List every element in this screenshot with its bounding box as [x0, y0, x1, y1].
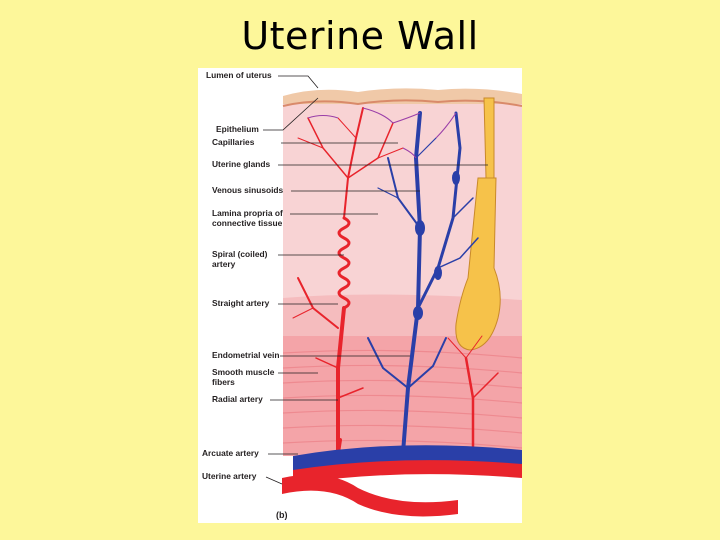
label-uterine-artery: Uterine artery	[202, 471, 257, 481]
vein-network	[367, 111, 479, 455]
label-radial-artery: Radial artery	[212, 394, 263, 404]
artery-network	[292, 107, 499, 455]
uterine-artery	[282, 474, 458, 517]
label-uterine-glands: Uterine glands	[212, 159, 271, 169]
label-lamina-propria-line2: connective tissue	[212, 218, 283, 228]
uterine-gland	[455, 97, 501, 351]
uterine-wall-illustration	[198, 68, 522, 523]
leader-lines	[263, 75, 488, 485]
label-spiral-artery-line1: Spiral (coiled)	[212, 249, 268, 259]
label-venous-sinusoids: Venous sinusoids	[212, 185, 284, 195]
slide-title: Uterine Wall	[241, 14, 479, 58]
label-smooth-muscle-line2: fibers	[212, 377, 235, 387]
label-smooth-muscle-line1: Smooth muscle	[212, 367, 275, 377]
arcuate-artery	[293, 460, 522, 484]
label-capillaries: Capillaries	[212, 137, 255, 147]
venous-sinusoids	[413, 171, 460, 320]
arcuate-vein	[293, 445, 522, 472]
panel-letter: (b)	[276, 510, 288, 520]
label-lamina-propria-line1: Lamina propria of	[212, 208, 283, 218]
uterine-wall-figure: Lumen of uterus Epithelium Capillaries U…	[198, 68, 522, 523]
epithelium-edge	[282, 99, 522, 107]
label-straight-artery: Straight artery	[212, 298, 270, 308]
label-epithelium: Epithelium	[216, 124, 259, 134]
capillary-network	[307, 107, 457, 159]
label-endometrial-vein: Endometrial vein	[212, 350, 280, 360]
label-arcuate-artery: Arcuate artery	[202, 448, 259, 458]
label-lumen-of-uterus: Lumen of uterus	[206, 70, 272, 80]
label-spiral-artery-line2: artery	[212, 259, 236, 269]
